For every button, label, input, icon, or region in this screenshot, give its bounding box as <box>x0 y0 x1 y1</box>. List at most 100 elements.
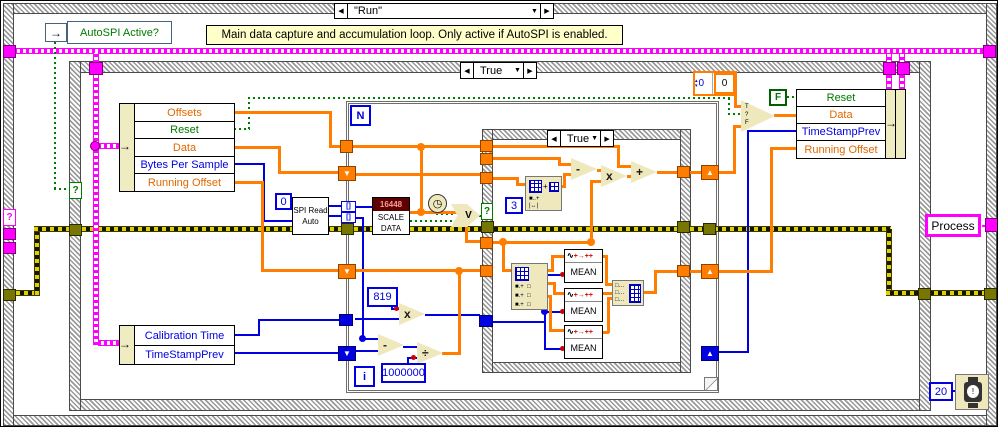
shift-register-left-timestamp[interactable]: ▼ <box>338 346 356 361</box>
index-array-node[interactable]: ■.+ □ ■.+ □ ■.+ □ <box>511 263 548 310</box>
mean-vi-1[interactable]: ∿+→++ MEAN <box>564 249 603 283</box>
mean-vi-3[interactable]: ∿+→++ MEAN <box>564 325 603 359</box>
unbundle1-field-data[interactable]: Data <box>134 138 235 157</box>
case-prev-arrow-icon[interactable]: ◀ <box>548 131 561 146</box>
outer-case-selector-terminal[interactable]: ? <box>3 209 16 226</box>
next-state-constant[interactable]: Process <box>925 214 981 237</box>
autospi-case-label[interactable]: True <box>480 64 503 77</box>
wait-ms-constant[interactable]: 20 <box>929 382 953 401</box>
iteration-terminal[interactable]: i <box>354 366 375 387</box>
tunnel-ic-2[interactable] <box>480 153 493 165</box>
autospi-label[interactable]: AutoSPI Active? <box>67 21 172 44</box>
autospi-terminal[interactable]: → <box>45 23 67 42</box>
outer-case-border-bottom[interactable] <box>3 415 997 426</box>
inner-case-border-left[interactable] <box>482 129 493 373</box>
bundle-field-timestampprev[interactable]: TimeStampPrev <box>796 123 886 141</box>
tunnel-cluster-out[interactable] <box>983 45 996 58</box>
tunnel-ic-3[interactable] <box>480 172 493 184</box>
tunnel-cluster-in[interactable] <box>3 45 16 58</box>
tunnel-ic-blue[interactable] <box>479 315 493 327</box>
tunnel-error-out[interactable] <box>984 288 997 300</box>
array-constant[interactable]: ▴▾ 0 0 <box>693 71 737 96</box>
bundle-field-reset[interactable]: Reset <box>796 89 886 107</box>
tunnel-ic-out1[interactable] <box>677 166 690 178</box>
autospi-case-selector-terminal[interactable]: ? <box>69 182 82 199</box>
inner-case-border-right[interactable] <box>680 129 691 373</box>
tunnel-process-out[interactable] <box>985 218 997 232</box>
false-constant[interactable]: F <box>769 89 787 106</box>
tunnel-magenta-unused1[interactable] <box>3 228 16 240</box>
unbundle2-field-timestampprev[interactable]: TimeStampPrev <box>134 345 235 365</box>
case-next-arrow-icon[interactable]: ▶ <box>600 131 613 146</box>
loop-count-terminal[interactable]: N <box>350 105 371 126</box>
inner-case-label[interactable]: True <box>566 132 590 145</box>
tunnel-error-ic-right[interactable] <box>677 221 690 233</box>
tunnel-bundle-in[interactable] <box>883 62 896 75</box>
tunnel-ic-4[interactable] <box>480 237 493 249</box>
spinner-icon[interactable]: ▴▾ <box>695 77 698 89</box>
tick-count-node[interactable]: ◷ <box>428 194 447 213</box>
inner-case-selector-terminal[interactable]: ? <box>481 203 493 220</box>
unbundle2-field-calibration[interactable]: Calibration Time <box>134 325 235 346</box>
build-array-node[interactable]: □… □… □… <box>612 280 644 306</box>
bundle-field-runningoffset[interactable]: Running Offset <box>796 140 886 159</box>
tunnel-error-in[interactable] <box>3 289 16 301</box>
shift-register-right-2[interactable]: ▲ <box>701 264 719 279</box>
inner-case-selector[interactable]: ◀ True ▼ ▶ <box>547 130 614 147</box>
spi-read-auto-node[interactable]: SPI Read Auto <box>292 197 329 235</box>
array-element-cell[interactable]: 0 <box>714 73 735 94</box>
tunnel-ic-5[interactable] <box>480 265 493 277</box>
outer-case-border-right[interactable] <box>986 3 997 426</box>
wait-ms-node[interactable]: ! <box>955 374 989 410</box>
tunnel-error-case2-left[interactable] <box>69 224 82 236</box>
tunnel-ic-1[interactable] <box>480 140 493 152</box>
run-case-label[interactable]: "Run" <box>354 5 382 17</box>
tunnel-offsets[interactable] <box>340 140 353 153</box>
scale-data-node[interactable]: 16448 SCALE DATA <box>372 197 410 235</box>
case-dropdown-icon[interactable]: ▼ <box>591 135 599 142</box>
shift-register-left-1[interactable]: ▼ <box>338 166 356 181</box>
tunnel-calibration[interactable] <box>339 314 353 326</box>
scale-factor-constant[interactable]: 819 <box>367 287 398 307</box>
shift-register-left-2[interactable]: ▼ <box>338 264 356 279</box>
case-next-arrow-icon[interactable]: ▶ <box>540 4 553 18</box>
array-index-cell[interactable]: ▴▾ 0 <box>695 73 713 94</box>
for-loop-border[interactable] <box>346 101 719 393</box>
unbundle1-field-bps[interactable]: Bytes Per Sample <box>134 156 235 174</box>
tunnel-bundle-out[interactable] <box>897 62 910 75</box>
array-element-value[interactable]: 0 <box>721 78 728 89</box>
unbundle1-field-reset[interactable]: Reset <box>134 121 235 139</box>
shift-register-right-1[interactable]: ▲ <box>701 165 719 180</box>
autospi-case-border-bottom[interactable] <box>69 399 931 411</box>
tunnel-error-case2-right[interactable] <box>918 288 931 300</box>
spi-cs-constant[interactable]: 0 <box>275 193 292 210</box>
subset-length-constant[interactable]: 3 <box>505 197 523 214</box>
tunnel-ic-out2[interactable] <box>677 265 690 277</box>
tunnel-error-ic-left[interactable] <box>481 221 494 233</box>
tunnel-error-for-right[interactable] <box>703 223 716 235</box>
tunnel-magenta-unused2[interactable] <box>3 242 16 254</box>
tunnel-autoindex-1[interactable]: [] <box>341 201 356 212</box>
unbundle1-field-offsets[interactable]: Offsets <box>134 103 235 122</box>
bundle-connector-2[interactable] <box>895 89 906 159</box>
array-index-value[interactable]: 0 <box>698 78 705 89</box>
case-dropdown-icon[interactable]: ▼ <box>514 67 521 74</box>
mean-vi-2[interactable]: ∿+→++ MEAN <box>564 288 603 322</box>
case-next-arrow-icon[interactable]: ▶ <box>523 63 536 78</box>
usec-constant[interactable]: 1000000 <box>381 363 426 383</box>
run-case-selector[interactable]: ◀ "Run" ▼ ▶ <box>334 3 554 19</box>
bundle-field-data[interactable]: Data <box>796 106 886 124</box>
or-function[interactable]: V <box>451 204 480 227</box>
case-prev-arrow-icon[interactable]: ◀ <box>335 4 348 18</box>
unbundle1-field-runningoffset[interactable]: Running Offset <box>134 173 235 192</box>
case-dropdown-icon[interactable]: ▼ <box>531 7 538 15</box>
tunnel-error-for-left[interactable] <box>341 223 354 235</box>
array-subset-node[interactable]: + ■..+ |↔| <box>525 176 562 211</box>
autospi-case-selector[interactable]: ◀ True ▼ ▶ <box>460 62 537 79</box>
autospi-case-border-left[interactable] <box>69 61 81 411</box>
case-prev-arrow-icon[interactable]: ◀ <box>461 63 474 78</box>
shift-register-right-timestamp[interactable]: ▲ <box>701 346 719 361</box>
tunnel-cluster-case2[interactable] <box>89 62 103 75</box>
inner-case-border-bottom[interactable] <box>482 362 691 373</box>
tunnel-autoindex-2[interactable]: [] <box>341 212 356 223</box>
